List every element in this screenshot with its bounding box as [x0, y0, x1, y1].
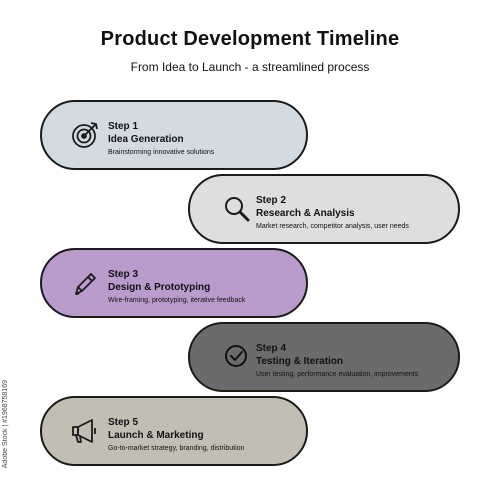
step-4-description: User testing, performance evaluation, im… [256, 371, 419, 378]
step-4-name: Testing & Iteration [256, 356, 344, 367]
stock-watermark: Adobe Stock | #1968758169 [2, 380, 9, 469]
magnifier-icon [222, 194, 252, 224]
checkmark-circle-icon [222, 342, 252, 372]
step-1-description: Brainstorming innovative solutions [108, 149, 215, 156]
step-1-number: Step 1 [108, 121, 139, 132]
step-5-description: Go-to-market strategy, branding, distrib… [108, 445, 245, 452]
step-2-card: Step 2 Research & Analysis Market resear… [188, 174, 460, 244]
step-2-description: Market research, competitor analysis, us… [256, 223, 409, 230]
step-3-description: Wire-framing, prototyping, iterative fee… [108, 297, 246, 304]
step-3-name: Design & Prototyping [108, 282, 211, 293]
page-title: Product Development Timeline [100, 28, 400, 50]
step-4-number: Step 4 [256, 343, 287, 354]
step-2-number: Step 2 [256, 195, 287, 206]
page-subtitle: From Idea to Launch - a streamlined proc… [130, 60, 370, 74]
step-1-name: Idea Generation [108, 134, 184, 145]
step-1-card: Step 1 Idea Generation Brainstorming inn… [40, 100, 308, 170]
step-5-name: Launch & Marketing [108, 430, 204, 441]
step-5-number: Step 5 [108, 417, 139, 428]
step-3-number: Step 3 [108, 269, 139, 280]
target-icon [70, 120, 100, 150]
pencil-icon [70, 268, 100, 298]
step-4-card: Step 4 Testing & Iteration User testing,… [188, 322, 460, 392]
step-5-card: Step 5 Launch & Marketing Go-to-market s… [40, 396, 308, 466]
megaphone-icon [70, 416, 100, 446]
step-3-card: Step 3 Design & Prototyping Wire-framing… [40, 248, 308, 318]
step-2-name: Research & Analysis [256, 208, 355, 219]
